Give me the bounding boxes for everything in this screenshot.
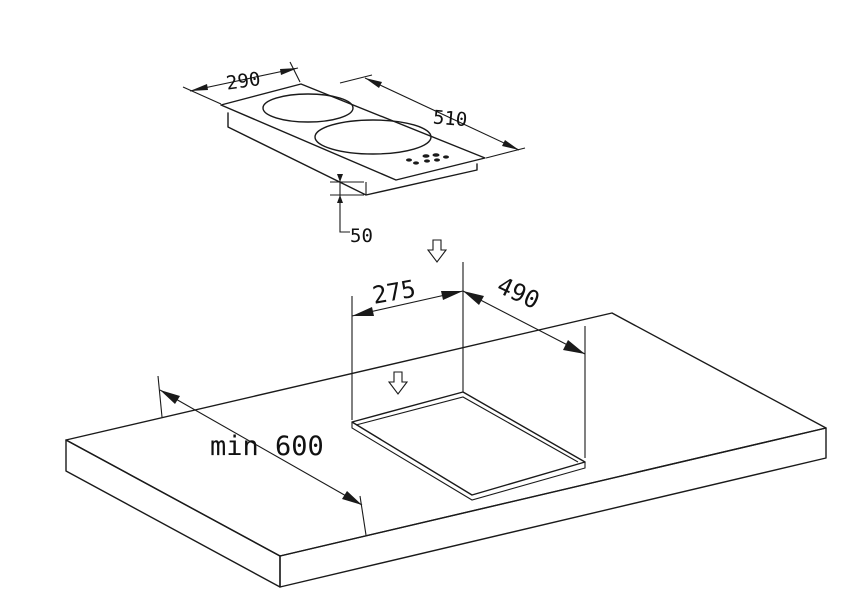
cutout-outline xyxy=(351,391,586,496)
dimension-line-50 xyxy=(339,176,350,233)
arrowhead-275-left xyxy=(352,307,374,316)
hob xyxy=(220,83,486,196)
clearance-extension-left xyxy=(157,375,163,418)
cutout-dimensions xyxy=(351,262,586,458)
cooking-zone-rear xyxy=(262,93,354,123)
control-panel xyxy=(406,153,449,165)
arrowhead-490-left xyxy=(463,291,484,305)
arrowhead-510-top xyxy=(365,78,382,88)
hob-width-label: 290 xyxy=(225,68,262,95)
clearance-dimension-line xyxy=(159,389,363,506)
cooking-zone-front xyxy=(314,119,432,155)
hob-width-extension-right xyxy=(289,61,301,83)
arrowhead-290-right xyxy=(280,68,298,75)
hob-glass-top xyxy=(220,83,486,181)
cutout-depth-label: 490 xyxy=(493,271,544,315)
arrowhead-490-right xyxy=(563,340,585,354)
countertop-front-face xyxy=(65,439,281,588)
clearance-label: min 600 xyxy=(210,431,324,462)
control-button xyxy=(443,155,449,159)
dimension-line-510 xyxy=(364,77,520,151)
hob-dimensions xyxy=(182,61,526,233)
control-button xyxy=(422,154,430,158)
cutout-inner-lip xyxy=(355,396,579,463)
dimension-line-490 xyxy=(462,290,586,355)
arrowhead-510-bottom xyxy=(502,140,519,150)
hob-height-label: 50 xyxy=(350,225,373,247)
countertop-top-face xyxy=(65,312,827,557)
arrowhead-275-right xyxy=(441,291,463,300)
control-button xyxy=(413,161,419,165)
arrowhead-50-top xyxy=(337,174,343,182)
hob-width-extension-left xyxy=(182,86,222,105)
control-button xyxy=(406,158,412,162)
cutout-edge xyxy=(351,422,586,501)
down-arrow-icon xyxy=(387,371,409,395)
clearance-dimension xyxy=(157,375,367,536)
countertop-right-face xyxy=(279,427,827,588)
countertop xyxy=(65,312,827,588)
cutout xyxy=(351,391,586,501)
down-arrow-icon xyxy=(426,239,448,263)
control-button xyxy=(424,159,430,163)
cutout-width-label: 275 xyxy=(370,275,418,310)
arrowhead-clearance-left xyxy=(160,390,180,404)
hob-depth-label: 510 xyxy=(432,106,468,131)
arrowhead-clearance-right xyxy=(342,491,362,505)
arrowhead-50-bottom xyxy=(337,195,343,203)
dimension-line-290 xyxy=(189,67,299,92)
hob-depth-extension-top xyxy=(339,74,373,84)
control-button xyxy=(432,153,440,157)
control-button xyxy=(434,158,440,162)
arrowhead-290-left xyxy=(190,84,208,91)
clearance-extension-right xyxy=(359,495,367,536)
